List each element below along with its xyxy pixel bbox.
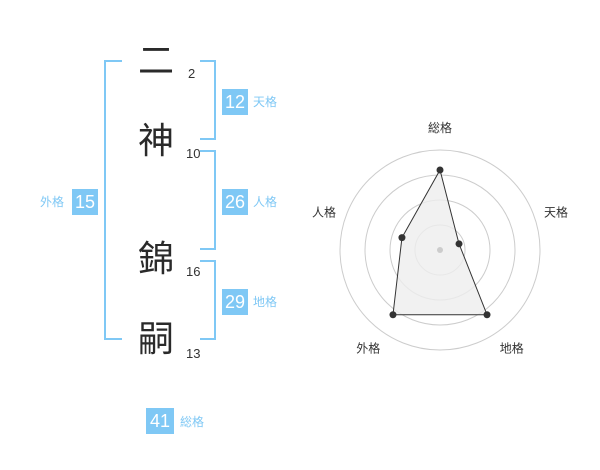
jinkaku-label: 人格 (253, 195, 278, 209)
radar-axis-label-1: 総格 (428, 120, 452, 135)
jinkaku-bracket (200, 150, 216, 250)
chikaku-bracket (200, 260, 216, 340)
name-char-1: 二 (138, 41, 175, 82)
stroke-count-3: 16 (186, 264, 201, 279)
radar-axis-label-5: 人格 (312, 204, 336, 219)
radar-axis-label-3: 地格 (500, 341, 524, 356)
radar-area (392, 168, 488, 316)
stroke-count-1: 2 (188, 66, 196, 81)
radar-point-1 (436, 166, 444, 174)
radar-axis-label-4: 外格 (356, 341, 380, 356)
radar-axis-label-2: 天格 (544, 204, 568, 219)
radar-point-5 (398, 234, 406, 242)
radar-grid-ring (339, 149, 541, 351)
stroke-count-2: 10 (186, 146, 201, 161)
name-char-3: 錦 (138, 239, 175, 280)
tenkaku-label: 天格 (253, 95, 278, 109)
chikaku-value: 29 (222, 289, 248, 315)
stroke-count-4: 13 (186, 346, 201, 361)
name-char-4: 嗣 (138, 319, 175, 360)
gaikaku-bracket (104, 60, 122, 340)
gaikaku-label: 外格 (40, 195, 65, 209)
radar-point-4 (389, 311, 397, 319)
radar-point-2 (455, 240, 463, 248)
soukaku-label: 総格 (180, 415, 205, 429)
jinkaku-value: 26 (222, 189, 248, 215)
chikaku-label: 地格 (253, 295, 278, 309)
name-char-2: 神 (138, 121, 175, 162)
radar-point-3 (483, 311, 491, 319)
tenkaku-bracket (200, 60, 216, 140)
soukaku-value: 41 (146, 408, 174, 434)
tenkaku-value: 12 (222, 89, 248, 115)
radar-center-dot (437, 247, 443, 253)
gaikaku-value: 15 (72, 189, 98, 215)
